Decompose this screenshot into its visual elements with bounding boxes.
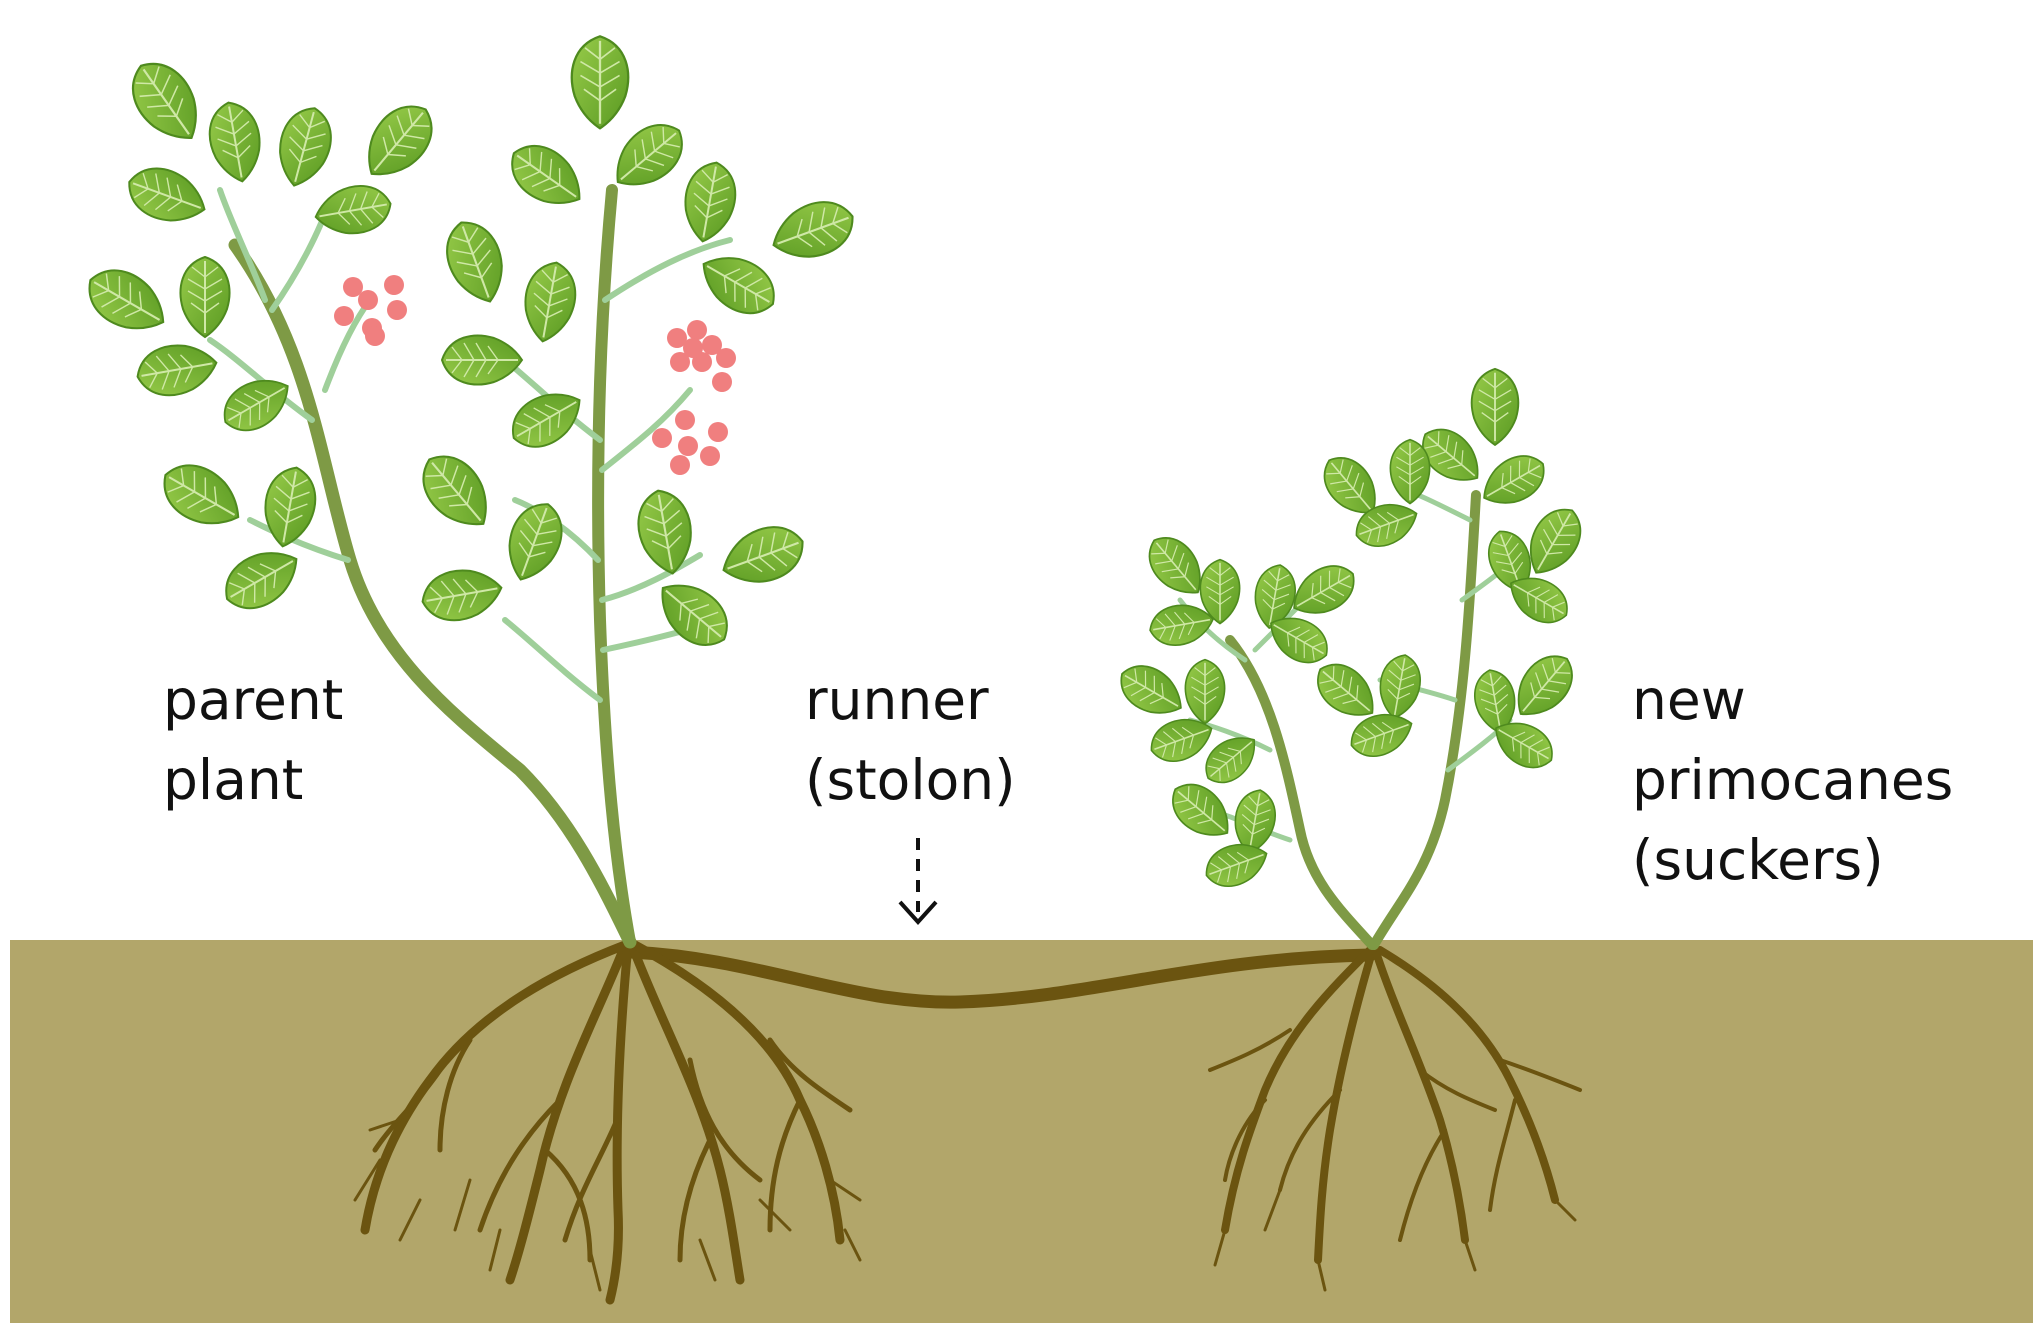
new-primocanes-label-line2: primocanes — [1632, 740, 1953, 820]
new-primocanes-label-line1: new — [1632, 660, 1953, 740]
parent-plant-label: parent plant — [163, 660, 343, 820]
new-primocanes-icon — [1112, 369, 1592, 945]
parent-plant-label-line1: parent — [163, 660, 343, 740]
down-arrow-icon — [900, 838, 936, 922]
primocane-leaves — [1112, 369, 1592, 894]
new-primocanes-label: new primocanes (suckers) — [1632, 660, 1953, 900]
new-primocanes-label-line3: (suckers) — [1632, 820, 1953, 900]
parent-plant-label-line2: plant — [163, 740, 343, 820]
runner-label-line1: runner — [805, 660, 1016, 740]
runner-label: runner (stolon) — [805, 660, 1016, 820]
runner-label-line2: (stolon) — [805, 740, 1016, 820]
parent-leaves — [78, 36, 862, 658]
